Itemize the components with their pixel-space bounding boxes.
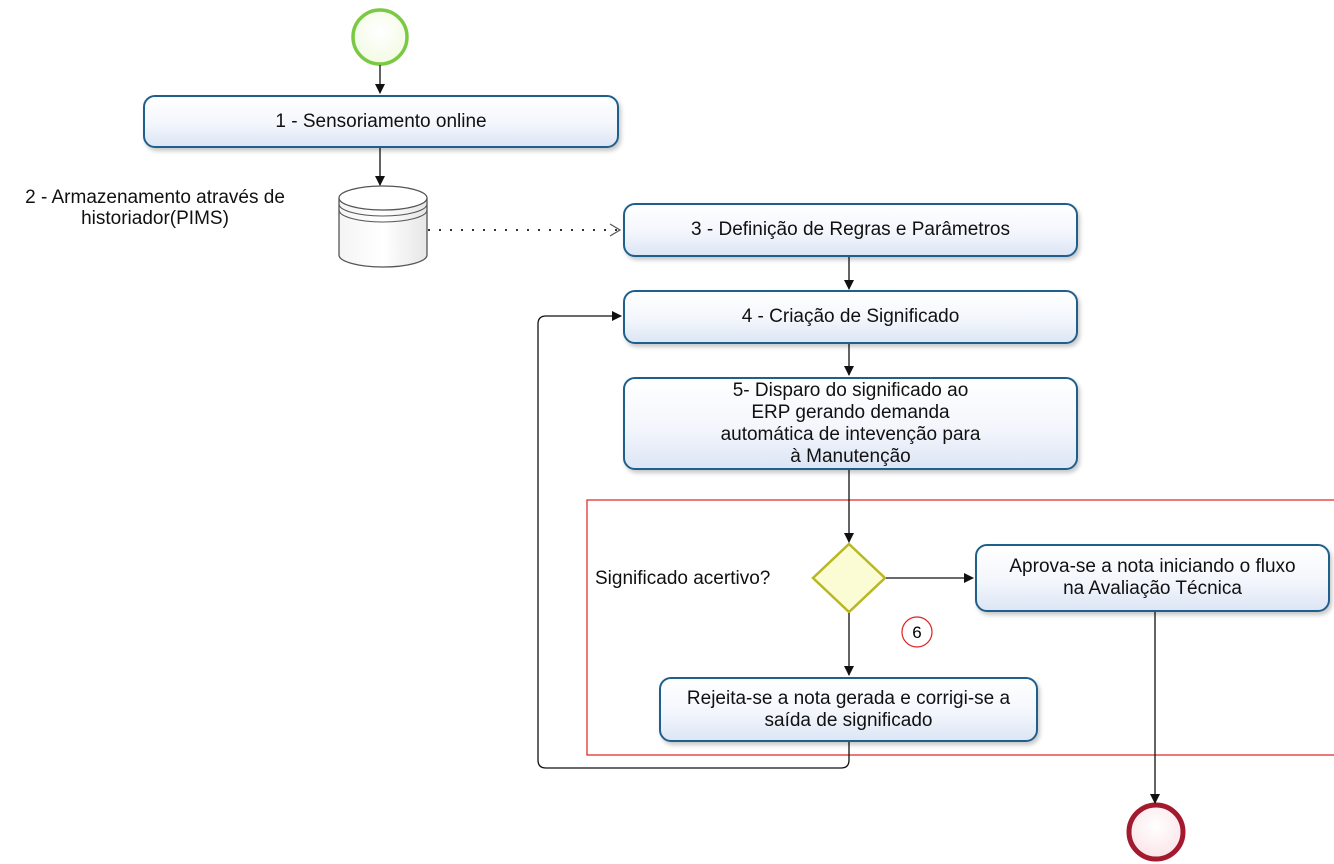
task-criacao-significado[interactable]: 4 - Criação de Significado: [623, 290, 1078, 344]
task-label: 5- Disparo do significado ao ERP gerando…: [720, 379, 981, 467]
task-label: 3 - Definição de Regras e Parâmetros: [691, 219, 1010, 240]
flow-reject-loop-to-task4: [537, 311, 850, 769]
task-label: Rejeita-se a nota gerada e corrigi-se a …: [686, 687, 1011, 731]
start-event[interactable]: [351, 8, 409, 66]
task-rejeita-nota[interactable]: Rejeita-se a nota gerada e corrigi-se a …: [659, 677, 1038, 742]
data-store-icon[interactable]: [338, 185, 428, 268]
group-frame: [586, 499, 1334, 756]
task-sensoriamento-online[interactable]: 1 - Sensoriamento online: [143, 95, 619, 148]
group-marker-circle: [901, 616, 933, 648]
gateway-label: Significado acertivo?: [595, 568, 771, 589]
data-store-label: 2 - Armazenamento através de historiador…: [25, 187, 285, 229]
task-label: 4 - Criação de Significado: [741, 306, 960, 327]
end-event[interactable]: [1126, 802, 1186, 862]
gateway-diamond[interactable]: [811, 542, 887, 614]
task-label: Aprova-se a nota iniciando o fluxo na Av…: [1009, 556, 1296, 599]
group-marker-number: 6: [912, 623, 921, 642]
task-aprova-nota[interactable]: Aprova-se a nota iniciando o fluxo na Av…: [975, 544, 1330, 612]
task-definicao-regras[interactable]: 3 - Definição de Regras e Parâmetros: [623, 203, 1078, 257]
task-label: 1 - Sensoriamento online: [275, 110, 487, 132]
task-disparo-erp[interactable]: 5- Disparo do significado ao ERP gerando…: [623, 377, 1078, 470]
